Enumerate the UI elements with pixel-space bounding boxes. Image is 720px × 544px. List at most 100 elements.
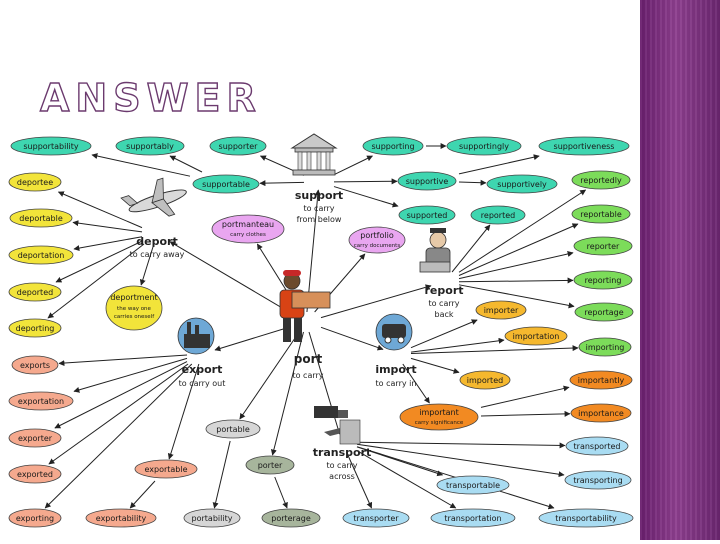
connector-arrow [274,476,288,509]
connector-arrow [346,451,373,509]
connector-arrow [167,363,200,460]
connector-arrow [333,178,398,185]
word-node-portability: portability [183,508,241,528]
hub-deport: deport to carry away [130,235,185,259]
word-node-deporting: deporting [8,318,62,338]
connector-arrow [320,326,384,351]
connector-arrow [458,223,579,276]
word-node-supportingly: supportingly [446,136,522,156]
airplane-icon [120,177,187,217]
node-label: exportation [18,397,64,406]
node-bubble [8,282,62,302]
node-bubble [8,391,74,411]
word-node-supportiveness: supportiveness [538,136,630,156]
word-node-exportability: exportability [85,508,157,528]
node-bubble [486,174,558,194]
word-node-porter: porter [245,455,295,475]
connector-arrow [44,363,193,509]
hub-support: support to carry from below [295,189,343,224]
node-label: supportiveness [554,142,615,151]
word-node-supportably: supportably [115,136,185,156]
connector-arrow [480,410,571,417]
node-bubble [573,270,633,290]
connector-arrow [458,154,540,175]
slide-title: ANSWER [39,75,262,120]
word-map-panel: supportability supportably supporter suppor… [4,122,646,540]
word-nodes: supportability supportably supporter suppor… [8,136,634,528]
connector-arrow [402,363,430,404]
hub-meaning: to carry [428,299,459,308]
node-label: exportability [96,514,147,523]
node-bubble [459,370,511,390]
node-label: portability [192,514,233,523]
word-node-importantly: importantly [569,370,633,390]
node-label: importance [578,409,624,418]
node-bubble [446,136,522,156]
node-label: deported [17,288,53,297]
connector-arrow [333,186,399,208]
word-node-transporting: transporting [564,470,632,490]
node-bubble [183,508,241,528]
word-node-transportable: transportable [436,475,510,495]
node-bubble [565,436,629,456]
word-node-supported: supported [398,205,456,225]
connector-arrow [48,363,189,465]
node-label: portable [216,425,250,434]
connector-arrow [169,241,292,314]
node-bubble [430,508,516,528]
hub-meaning: to carry away [130,250,185,259]
node-bubble [538,136,630,156]
node-label: supportingly [459,142,509,151]
node-label: supportability [23,142,79,151]
word-node-supportability: supportability [10,136,92,156]
connector-lines [44,143,587,510]
hub-word: port [294,352,323,366]
connector-arrow [47,243,145,319]
node-bubble [85,508,157,528]
connector-arrow [57,191,143,229]
node-label: importer [484,306,519,315]
node-bubble [574,302,634,322]
word-node-portable: portable [205,419,261,439]
hub-meaning: to carry out [179,379,226,388]
connector-arrow [458,189,587,273]
node-label: transporter [353,514,399,523]
hub-word: export [182,363,223,376]
word-node-exporting: exporting [8,508,62,528]
node-bubble [578,337,632,357]
word-node-importance: importance [570,403,632,423]
delivery-person-icon [279,270,331,342]
node-label: imported [467,376,503,385]
node-bubble [192,174,260,194]
reporter-icon [419,228,451,273]
node-label: importantly [578,376,625,385]
connector-arrow [320,284,432,319]
node-label: exporting [16,514,54,523]
node-bubble [8,318,62,338]
node-bubble [115,136,185,156]
hub-word: support [295,189,343,202]
hub-meaning-line2: back [434,310,453,319]
connector-arrow [58,354,188,367]
word-node-supporter: supporter [209,136,267,156]
node-bubble [564,470,632,490]
node-bubble [8,172,62,192]
node-label: transporting [573,476,622,485]
node-label: reported [481,211,515,220]
connector-arrow [214,326,292,352]
connector-arrow [55,240,143,283]
word-node-importation: importation [504,326,568,346]
hub-meaning: to carry [303,204,334,213]
node-bubble [8,464,62,484]
node-bubble [538,508,634,528]
node-label: importing [586,343,625,352]
node-bubble [571,170,631,190]
node-bubble [398,205,456,225]
node-label: deportable [19,214,63,223]
node-bubble [9,208,73,228]
word-node-importing: importing [578,337,632,357]
